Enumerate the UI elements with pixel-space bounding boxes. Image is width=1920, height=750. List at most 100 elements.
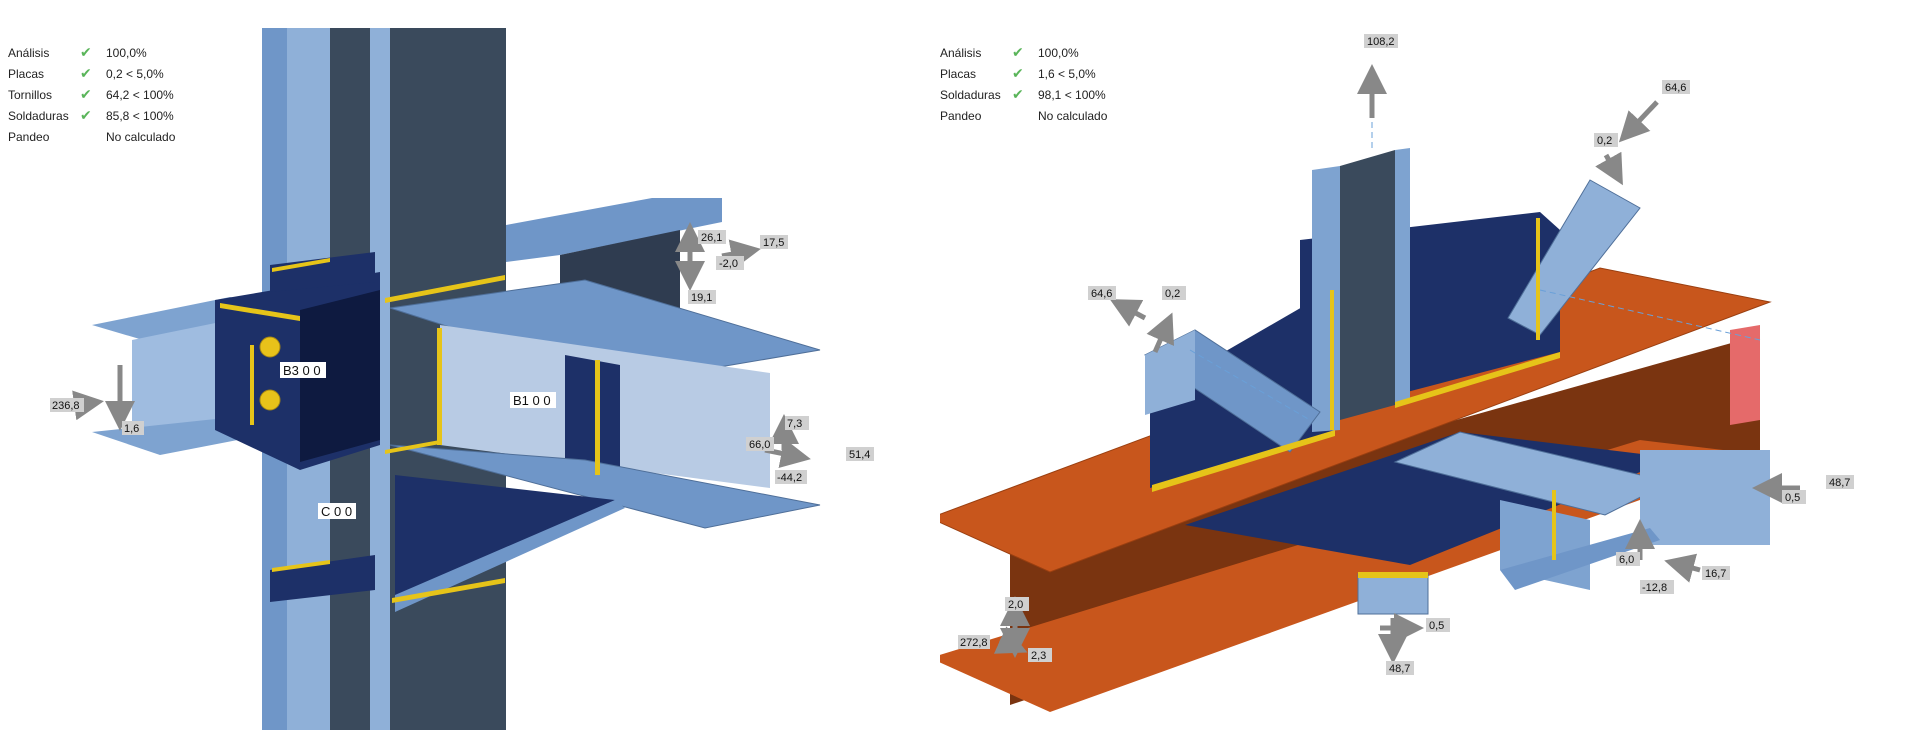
svg-text:-12,8: -12,8 xyxy=(1642,582,1667,594)
force-label[interactable]: 19,1 xyxy=(688,290,716,304)
right-connection-view[interactable]: Análisis✔100,0% Placas✔1,6 < 5,0% Soldad… xyxy=(940,0,1920,750)
bolt[interactable] xyxy=(259,336,281,358)
diagonal-member-right[interactable] xyxy=(1507,179,1641,336)
summary-row: Placas✔1,6 < 5,0% xyxy=(940,65,1096,81)
svg-text:272,8: 272,8 xyxy=(960,637,988,649)
force-label[interactable]: 2,0 xyxy=(1005,597,1029,611)
member-label-b1[interactable]: B1 0 0 xyxy=(510,392,556,408)
left-3d-model: B3 0 0 B1 0 0 C 0 0 26,1 17,5 -2,0 19,1 … xyxy=(50,28,874,730)
svg-text:C 0 0: C 0 0 xyxy=(321,504,352,519)
force-label[interactable]: -44,2 xyxy=(775,470,807,484)
centerlines xyxy=(1189,92,1761,421)
svg-text:66,0: 66,0 xyxy=(749,439,770,451)
svg-text:-2,0: -2,0 xyxy=(719,258,738,270)
force-label[interactable]: 64,6 xyxy=(1088,286,1116,300)
force-arrows xyxy=(72,222,811,469)
force-label[interactable]: 0,2 xyxy=(1162,286,1186,300)
end-plate-b3-side[interactable] xyxy=(300,290,380,462)
svg-text:7,3: 7,3 xyxy=(787,418,802,430)
svg-text:1,6: 1,6 xyxy=(124,423,139,435)
left-connection-view[interactable]: Análisis✔100,0% Placas✔0,2 < 5,0% Tornil… xyxy=(0,0,940,750)
svg-text:B3 0 0: B3 0 0 xyxy=(283,363,321,378)
svg-text:0,2: 0,2 xyxy=(1165,288,1180,300)
haunch-plate[interactable] xyxy=(395,475,615,600)
vertical-member-web[interactable] xyxy=(1340,150,1395,420)
haunch-flange[interactable] xyxy=(395,500,625,612)
cross-beam-end[interactable] xyxy=(1640,450,1770,545)
svg-text:6,0: 6,0 xyxy=(1619,554,1634,566)
force-label[interactable]: -2,0 xyxy=(716,256,744,270)
summary-row: Placas✔0,2 < 5,0% xyxy=(8,65,164,81)
beam-b1-web-shadow[interactable] xyxy=(565,355,620,480)
beam-stiffener[interactable] xyxy=(1730,325,1760,425)
check-summary-left: Análisis✔100,0% Placas✔0,2 < 5,0% Tornil… xyxy=(8,42,175,147)
svg-text:51,4: 51,4 xyxy=(849,449,870,461)
check-icon: ✔ xyxy=(1012,44,1024,60)
force-label[interactable]: 51,4 xyxy=(846,447,874,461)
svg-text:48,7: 48,7 xyxy=(1829,477,1850,489)
right-3d-model: 108,2 64,6 0,2 64,6 0,2 48,7 0,5 6,0 16,… xyxy=(940,34,1854,712)
check-icon: ✔ xyxy=(80,44,92,60)
svg-text:48,7: 48,7 xyxy=(1389,663,1410,675)
force-label[interactable]: 26,1 xyxy=(698,230,726,244)
force-label[interactable]: 108,2 xyxy=(1364,34,1398,48)
welds xyxy=(220,258,600,603)
beam-b1-back-flange[interactable] xyxy=(506,198,722,262)
summary-row: Tornillos✔64,2 < 100% xyxy=(8,86,174,102)
force-label[interactable]: 236,8 xyxy=(50,398,84,412)
vertical-member-flange-right[interactable] xyxy=(1395,148,1410,405)
check-summary-right: Análisis✔100,0% Placas✔1,6 < 5,0% Soldad… xyxy=(940,42,1107,126)
svg-text:0,5: 0,5 xyxy=(1429,620,1444,632)
vertical-member-flange[interactable] xyxy=(1312,166,1340,432)
svg-text:64,6: 64,6 xyxy=(1091,288,1112,300)
force-label[interactable]: 17,5 xyxy=(760,235,788,249)
column-stiffener[interactable] xyxy=(270,252,375,292)
force-label[interactable]: 2,3 xyxy=(1028,648,1052,662)
welds xyxy=(1152,218,1560,578)
force-label[interactable]: 0,5 xyxy=(1782,490,1806,504)
svg-text:2,0: 2,0 xyxy=(1008,599,1023,611)
force-label[interactable]: 0,2 xyxy=(1594,133,1618,147)
force-label[interactable]: 48,7 xyxy=(1826,475,1854,489)
svg-text:236,8: 236,8 xyxy=(52,400,80,412)
force-label[interactable]: 0,5 xyxy=(1426,618,1450,632)
svg-text:19,1: 19,1 xyxy=(691,292,712,304)
force-label[interactable]: 66,0 xyxy=(746,437,774,451)
check-icon: ✔ xyxy=(80,86,92,102)
svg-text:-44,2: -44,2 xyxy=(777,472,802,484)
force-label[interactable]: 272,8 xyxy=(958,635,990,649)
summary-row: Análisis✔100,0% xyxy=(940,44,1079,60)
summary-row: Soldaduras✔98,1 < 100% xyxy=(940,86,1106,102)
svg-text:108,2: 108,2 xyxy=(1367,36,1395,48)
main-beam-bottom-flange[interactable] xyxy=(940,440,1765,712)
summary-row: Análisis✔100,0% xyxy=(8,44,147,60)
force-label[interactable]: 1,6 xyxy=(122,421,144,435)
diagonal-member-left-end[interactable] xyxy=(1145,330,1195,415)
bottom-bracket[interactable] xyxy=(1357,573,1429,615)
force-label[interactable]: 6,0 xyxy=(1616,552,1640,566)
svg-text:B1 0 0: B1 0 0 xyxy=(513,393,551,408)
svg-text:0,2: 0,2 xyxy=(1597,135,1612,147)
check-icon: ✔ xyxy=(80,107,92,123)
svg-text:64,6: 64,6 xyxy=(1665,82,1686,94)
force-label[interactable]: 16,7 xyxy=(1702,566,1730,580)
force-label[interactable]: 64,6 xyxy=(1662,80,1690,94)
summary-row: Soldaduras✔85,8 < 100% xyxy=(8,107,174,123)
check-icon: ✔ xyxy=(80,65,92,81)
check-icon: ✔ xyxy=(1012,86,1024,102)
svg-text:0,5: 0,5 xyxy=(1785,492,1800,504)
cross-beam-bottom[interactable] xyxy=(1500,528,1660,590)
bolt[interactable] xyxy=(259,389,281,411)
member-label-c[interactable]: C 0 0 xyxy=(318,503,356,519)
svg-text:16,7: 16,7 xyxy=(1705,568,1726,580)
member-label-b3[interactable]: B3 0 0 xyxy=(280,362,326,378)
check-icon: ✔ xyxy=(1012,65,1024,81)
force-label[interactable]: 48,7 xyxy=(1386,661,1414,675)
svg-text:17,5: 17,5 xyxy=(763,237,784,249)
force-label[interactable]: -12,8 xyxy=(1640,580,1674,594)
svg-text:26,1: 26,1 xyxy=(701,232,722,244)
svg-text:2,3: 2,3 xyxy=(1031,650,1046,662)
force-label[interactable]: 7,3 xyxy=(785,416,809,430)
